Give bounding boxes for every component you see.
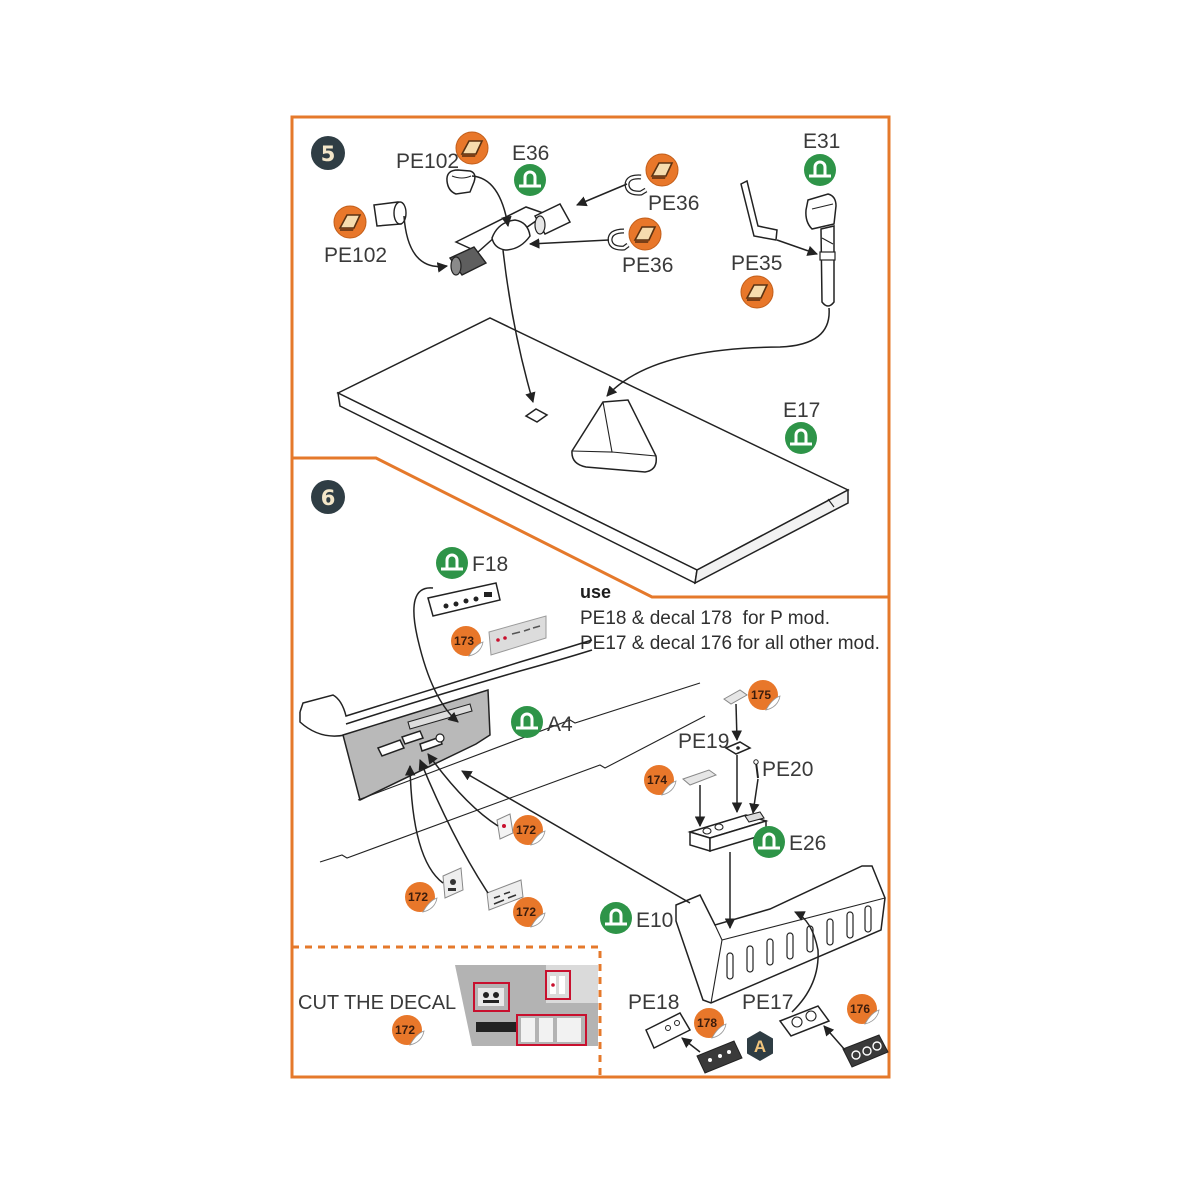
- variant-note: use PE18 & decal 178 for P mod. PE17 & d…: [580, 582, 880, 654]
- decal-sheet-172: [455, 965, 598, 1046]
- label-a4: A4: [547, 713, 573, 736]
- step-divider: [292, 456, 889, 599]
- svg-text:172: 172: [516, 905, 536, 919]
- step-6-badge: 6: [311, 480, 345, 514]
- plastic-part-icon: [434, 545, 470, 581]
- label-e10: E10: [636, 909, 673, 932]
- decal-172-lower-icon: 172: [512, 896, 546, 928]
- decal-175-piece: [723, 689, 748, 705]
- decal-173-piece: [488, 615, 547, 656]
- label-e31: E31: [803, 130, 840, 153]
- label-pe102-top: PE102: [396, 150, 459, 173]
- part-pe18-plate: [645, 1012, 692, 1050]
- step-5-badge: 5: [311, 136, 345, 170]
- svg-text:174: 174: [647, 773, 667, 787]
- label-e36: E36: [512, 142, 549, 165]
- label-pe18: PE18: [628, 991, 679, 1014]
- decal-178-piece: [696, 1040, 743, 1074]
- decal-174-icon: 174: [643, 764, 677, 796]
- photo-etched-part-icon: [740, 275, 774, 309]
- decal-172-cut-icon: 172: [391, 1014, 425, 1046]
- part-e26-bar: [687, 811, 769, 853]
- decal-172-lower-piece: [486, 879, 524, 911]
- decal-174-piece: [682, 769, 718, 786]
- part-pe17-plate: [778, 1005, 831, 1037]
- note-line-2: PE17 & decal 176 for all other mod.: [580, 633, 880, 654]
- label-e26: E26: [789, 832, 826, 855]
- step-5-number: 5: [321, 142, 336, 166]
- part-e10-console: [675, 865, 886, 1004]
- svg-text:175: 175: [751, 688, 771, 702]
- decal-176-piece: [842, 1034, 889, 1068]
- decal-172-upper-icon: 172: [512, 814, 546, 846]
- part-f18-panel: [427, 582, 501, 617]
- part-pe102-cap-top: [446, 169, 476, 195]
- step-6-number: 6: [321, 486, 336, 510]
- photo-etched-part-icon: [333, 205, 367, 239]
- label-pe36-bottom: PE36: [622, 254, 673, 277]
- plastic-part-icon: [512, 162, 548, 198]
- plastic-part-icon: [783, 420, 819, 456]
- decal-178-icon: 178: [693, 1007, 727, 1039]
- label-pe36-top: PE36: [648, 192, 699, 215]
- plastic-part-icon: [509, 704, 545, 740]
- decal-172-left-icon: 172: [404, 881, 438, 913]
- label-pe102-left: PE102: [324, 244, 387, 267]
- svg-text:173: 173: [454, 634, 474, 648]
- part-e31-control-stick: [805, 193, 837, 307]
- step-5-section: 5: [311, 130, 850, 585]
- part-pe36-hook-top: [624, 174, 648, 196]
- decal-172-upper-piece: [496, 813, 514, 840]
- note-heading: use: [580, 582, 611, 602]
- cut-decal-section: CUT THE DECAL 172: [298, 965, 598, 1046]
- part-pe35-bracket: [740, 179, 778, 241]
- plastic-part-icon: [598, 900, 634, 936]
- photo-etched-part-icon: [645, 153, 679, 187]
- part-pe36-hook-bottom: [607, 228, 630, 251]
- label-e17: E17: [783, 399, 820, 422]
- cut-decal-instruction: CUT THE DECAL: [298, 992, 456, 1014]
- svg-text:176: 176: [850, 1002, 870, 1016]
- svg-text:172: 172: [408, 890, 428, 904]
- decal-175-icon: 175: [747, 679, 781, 711]
- part-e17-mount: [571, 399, 658, 473]
- subassembly-badge: A: [747, 1031, 773, 1061]
- part-e36-lever-assembly: [448, 203, 572, 276]
- part-pe20-pin: [753, 759, 759, 779]
- decal-173-icon: 173: [450, 625, 484, 657]
- plastic-part-icon: [751, 824, 787, 860]
- label-pe20: PE20: [762, 758, 813, 781]
- cut-decal-divider: [292, 945, 602, 1077]
- label-pe19: PE19: [678, 730, 729, 753]
- photo-etched-part-icon: [628, 217, 662, 251]
- svg-text:172: 172: [516, 823, 536, 837]
- decal-172-left-piece: [442, 867, 464, 899]
- step-6-section: 6 use PE18 & decal 178 for P mod. PE17 &…: [298, 480, 889, 1074]
- label-pe35: PE35: [731, 252, 782, 275]
- part-pe102-cap-left: [373, 201, 407, 227]
- svg-text:172: 172: [395, 1023, 415, 1037]
- note-line-1: PE18 & decal 178 for P mod.: [580, 608, 830, 629]
- decal-176-icon: 176: [846, 993, 880, 1025]
- plate-slot: [524, 408, 549, 423]
- label-f18: F18: [472, 553, 508, 576]
- step-5-arrows: [403, 175, 830, 404]
- part-pe19-plate: [724, 741, 752, 755]
- label-pe17: PE17: [742, 991, 793, 1014]
- plastic-part-icon: [802, 152, 838, 188]
- photo-etched-part-icon: [455, 131, 489, 165]
- step-6-arrows: [404, 587, 846, 1053]
- svg-text:178: 178: [697, 1016, 717, 1030]
- subassembly-letter: A: [754, 1037, 766, 1056]
